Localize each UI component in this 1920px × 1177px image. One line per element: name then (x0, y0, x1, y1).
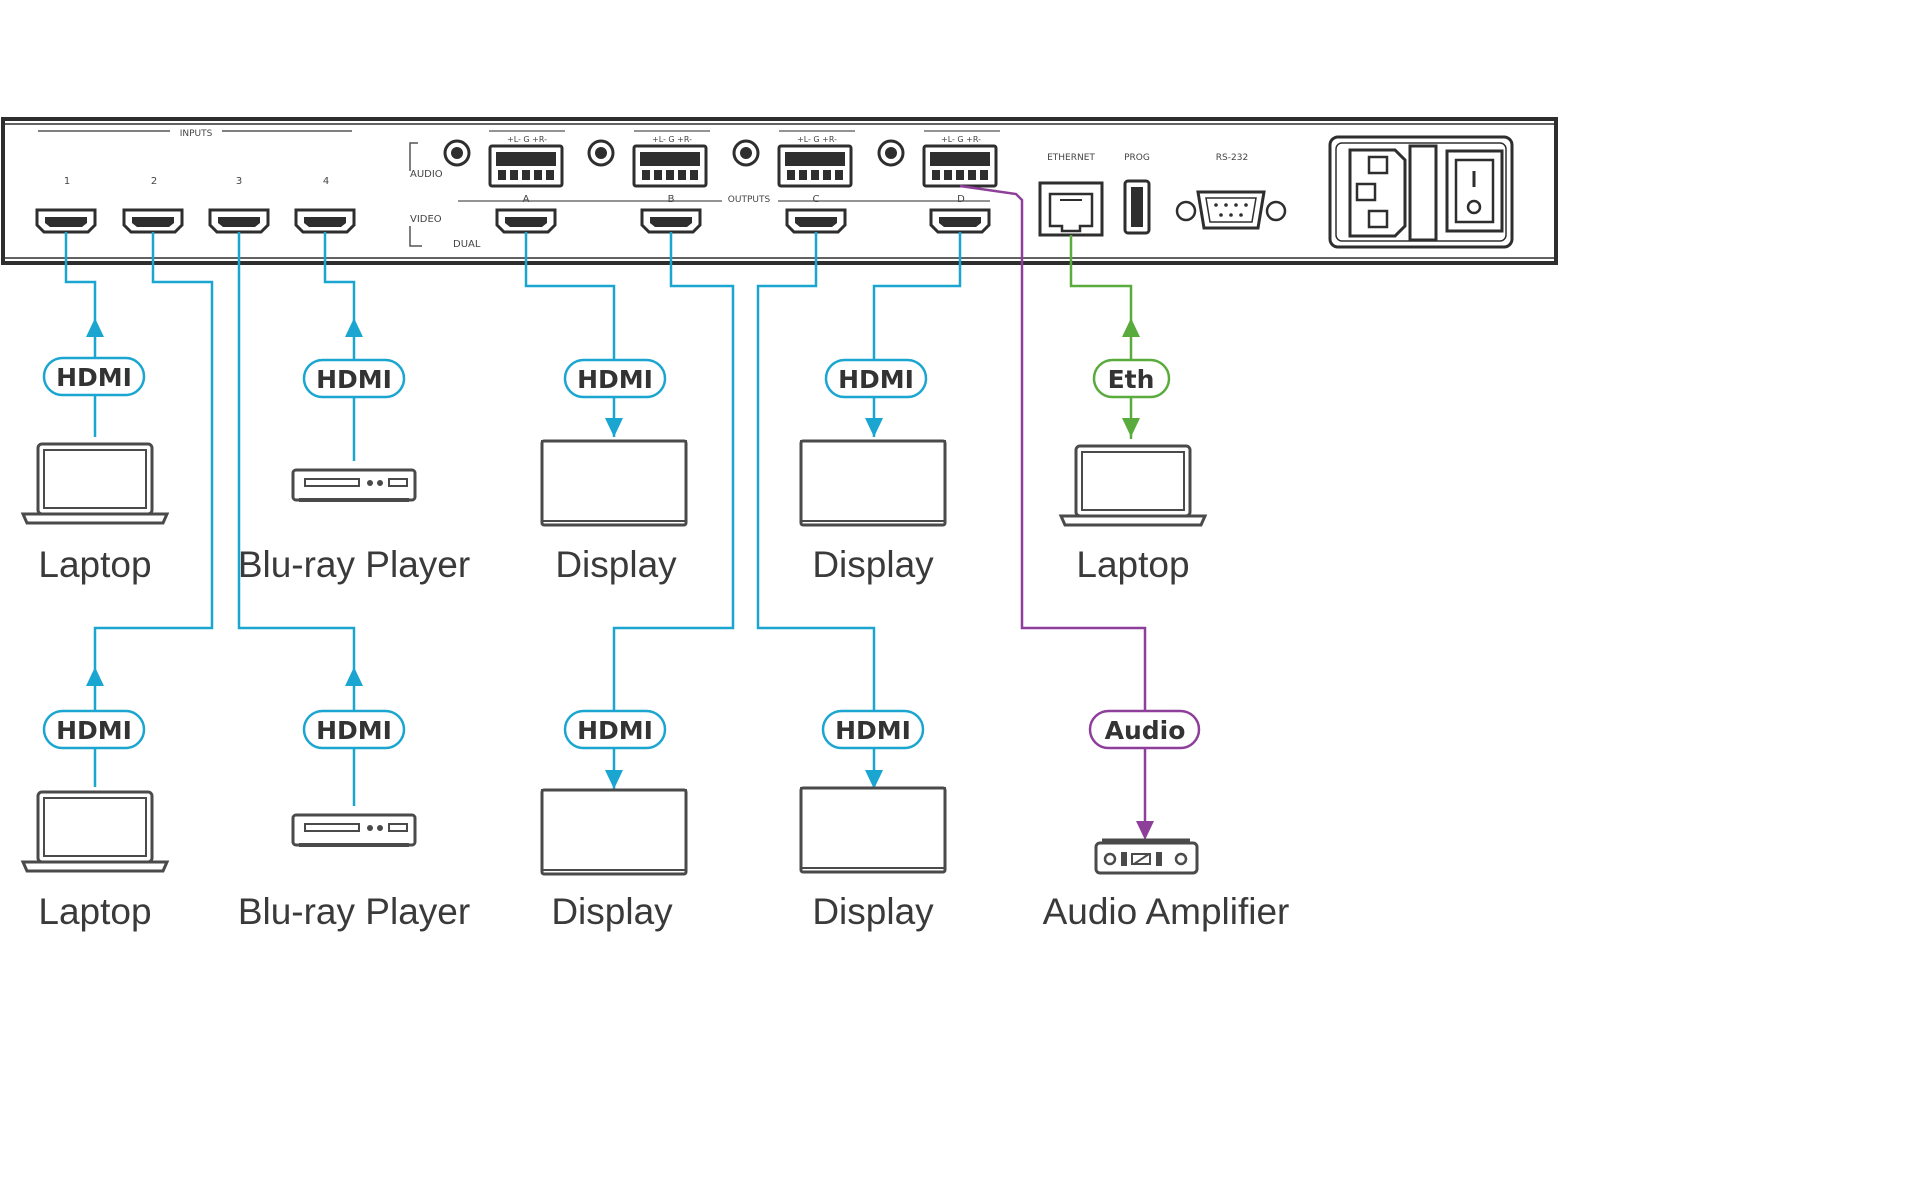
ethernet-arrows (1122, 318, 1140, 437)
hdmi-output-port-d[interactable] (929, 208, 991, 234)
audio-amplifier-label: Audio Amplifier (1043, 891, 1290, 932)
laptop-icon (21, 790, 169, 873)
laptop-eth-label: Laptop (1076, 544, 1189, 585)
hdmi-output-port-b[interactable] (640, 208, 702, 234)
audio-jack-c[interactable] (732, 139, 760, 167)
rs232-label: RS-232 (1216, 153, 1248, 163)
ethernet-label: ETHERNET (1047, 153, 1095, 163)
audio-arrow (1136, 821, 1154, 840)
input-number-3: 3 (236, 176, 242, 187)
bluray-in4-label: Blu-ray Player (238, 544, 470, 585)
display-b-label: Display (551, 891, 673, 932)
hdmi-badge-out-b: HDMI (563, 709, 667, 750)
display-a-label: Display (555, 544, 677, 585)
audio-cable (959, 184, 1147, 836)
hdmi-badge-in3: HDMI (302, 709, 406, 750)
audio-badge: Audio (1088, 709, 1201, 750)
hdmi-badge-out-d-text: HDMI (838, 365, 914, 394)
output-letter-b: B (668, 194, 675, 205)
hdmi-badge-out-a-text: HDMI (577, 365, 653, 394)
badges: HDMI HDMI HDMI HDMI Eth HDMI HDMI HDMI (42, 356, 1201, 750)
audio-jack-b[interactable] (587, 139, 615, 167)
hdmi-badge-out-c-text: HDMI (835, 716, 911, 745)
hdmi-input-port-4[interactable] (294, 208, 356, 234)
hdmi-input-port-3[interactable] (208, 208, 270, 234)
hdmi-badge-out-c: HDMI (821, 709, 925, 750)
eth-badge: Eth (1092, 358, 1171, 399)
audio-terminal-b[interactable] (632, 144, 708, 188)
usb-port-icon[interactable] (1123, 179, 1151, 235)
ethernet-port-icon[interactable] (1038, 181, 1104, 237)
output-letter-a: A (523, 194, 530, 205)
terminal-pins-c: +L- G +R- (797, 135, 837, 144)
audio-amplifier-icon (1094, 838, 1199, 875)
devices: Laptop Blu-ray Player Display Display La… (21, 439, 1290, 932)
prog-label: PROG (1124, 153, 1150, 163)
laptop-icon (1059, 444, 1207, 527)
hdmi-badge-in1: HDMI (42, 356, 146, 397)
bluray-in3-label: Blu-ray Player (238, 891, 470, 932)
eth-badge-text: Eth (1108, 365, 1155, 394)
outputs-header: OUTPUTS (728, 195, 771, 205)
hdmi-badge-in1-text: HDMI (56, 363, 132, 392)
display-icon (540, 439, 688, 527)
hdmi-arrows (86, 318, 883, 789)
hdmi-badge-out-b-text: HDMI (577, 716, 653, 745)
audio-row-label: AUDIO (410, 169, 443, 180)
cable-out-b-display (612, 232, 735, 790)
laptop-in2-label: Laptop (38, 891, 151, 932)
output-letter-d: D (957, 194, 965, 205)
audio-terminal-a[interactable] (488, 144, 564, 188)
power-inlet-icon[interactable] (1348, 144, 1438, 242)
video-row-label: VIDEO (410, 214, 442, 225)
input-number-2: 2 (151, 176, 157, 187)
hdmi-badge-in2: HDMI (42, 709, 146, 750)
display-c-label: Display (812, 891, 934, 932)
hdmi-badge-in3-text: HDMI (316, 716, 392, 745)
cable-out-c-display (756, 232, 876, 790)
laptop-in1-label: Laptop (38, 544, 151, 585)
hdmi-badge-out-a: HDMI (563, 358, 667, 399)
terminal-pins-b: +L- G +R- (652, 135, 692, 144)
hdmi-output-port-c[interactable] (785, 208, 847, 234)
audio-badge-text: Audio (1105, 716, 1186, 745)
dual-label: DUAL (453, 239, 481, 250)
display-icon (540, 788, 688, 876)
rs232-port-icon[interactable] (1175, 190, 1287, 230)
audio-terminal-d[interactable] (922, 144, 998, 188)
laptop-icon (21, 442, 169, 525)
hdmi-badge-in2-text: HDMI (56, 716, 132, 745)
display-icon (799, 439, 947, 527)
input-number-4: 4 (323, 176, 329, 187)
audio-terminal-c[interactable] (777, 144, 853, 188)
hdmi-badge-out-d: HDMI (824, 358, 928, 399)
display-d-label: Display (812, 544, 934, 585)
hdmi-input-port-2[interactable] (122, 208, 184, 234)
hdmi-badge-in4: HDMI (302, 358, 406, 399)
hdmi-badge-in4-text: HDMI (316, 365, 392, 394)
power-switch-icon[interactable] (1445, 149, 1504, 233)
cable-in4-bluray (323, 232, 356, 461)
terminal-pins-d: +L- G +R- (941, 135, 981, 144)
audio-jack-d[interactable] (877, 139, 905, 167)
bluray-player-icon (291, 813, 417, 847)
bluray-player-icon (291, 468, 417, 502)
hdmi-cables (64, 232, 962, 806)
input-number-1: 1 (64, 176, 70, 187)
rear-panel: INPUTS 1 2 3 4 AUDIO VIDEO DUAL +L- G +R… (1, 117, 1558, 265)
inputs-header: INPUTS (180, 129, 213, 139)
hdmi-output-port-a[interactable] (495, 208, 557, 234)
display-icon (799, 786, 947, 874)
terminal-pins-a: +L- G +R- (507, 135, 547, 144)
hdmi-input-port-1[interactable] (35, 208, 97, 234)
audio-jack-a[interactable] (443, 139, 471, 167)
output-letter-c: C (813, 194, 820, 205)
cable-in2-laptop (93, 232, 214, 787)
